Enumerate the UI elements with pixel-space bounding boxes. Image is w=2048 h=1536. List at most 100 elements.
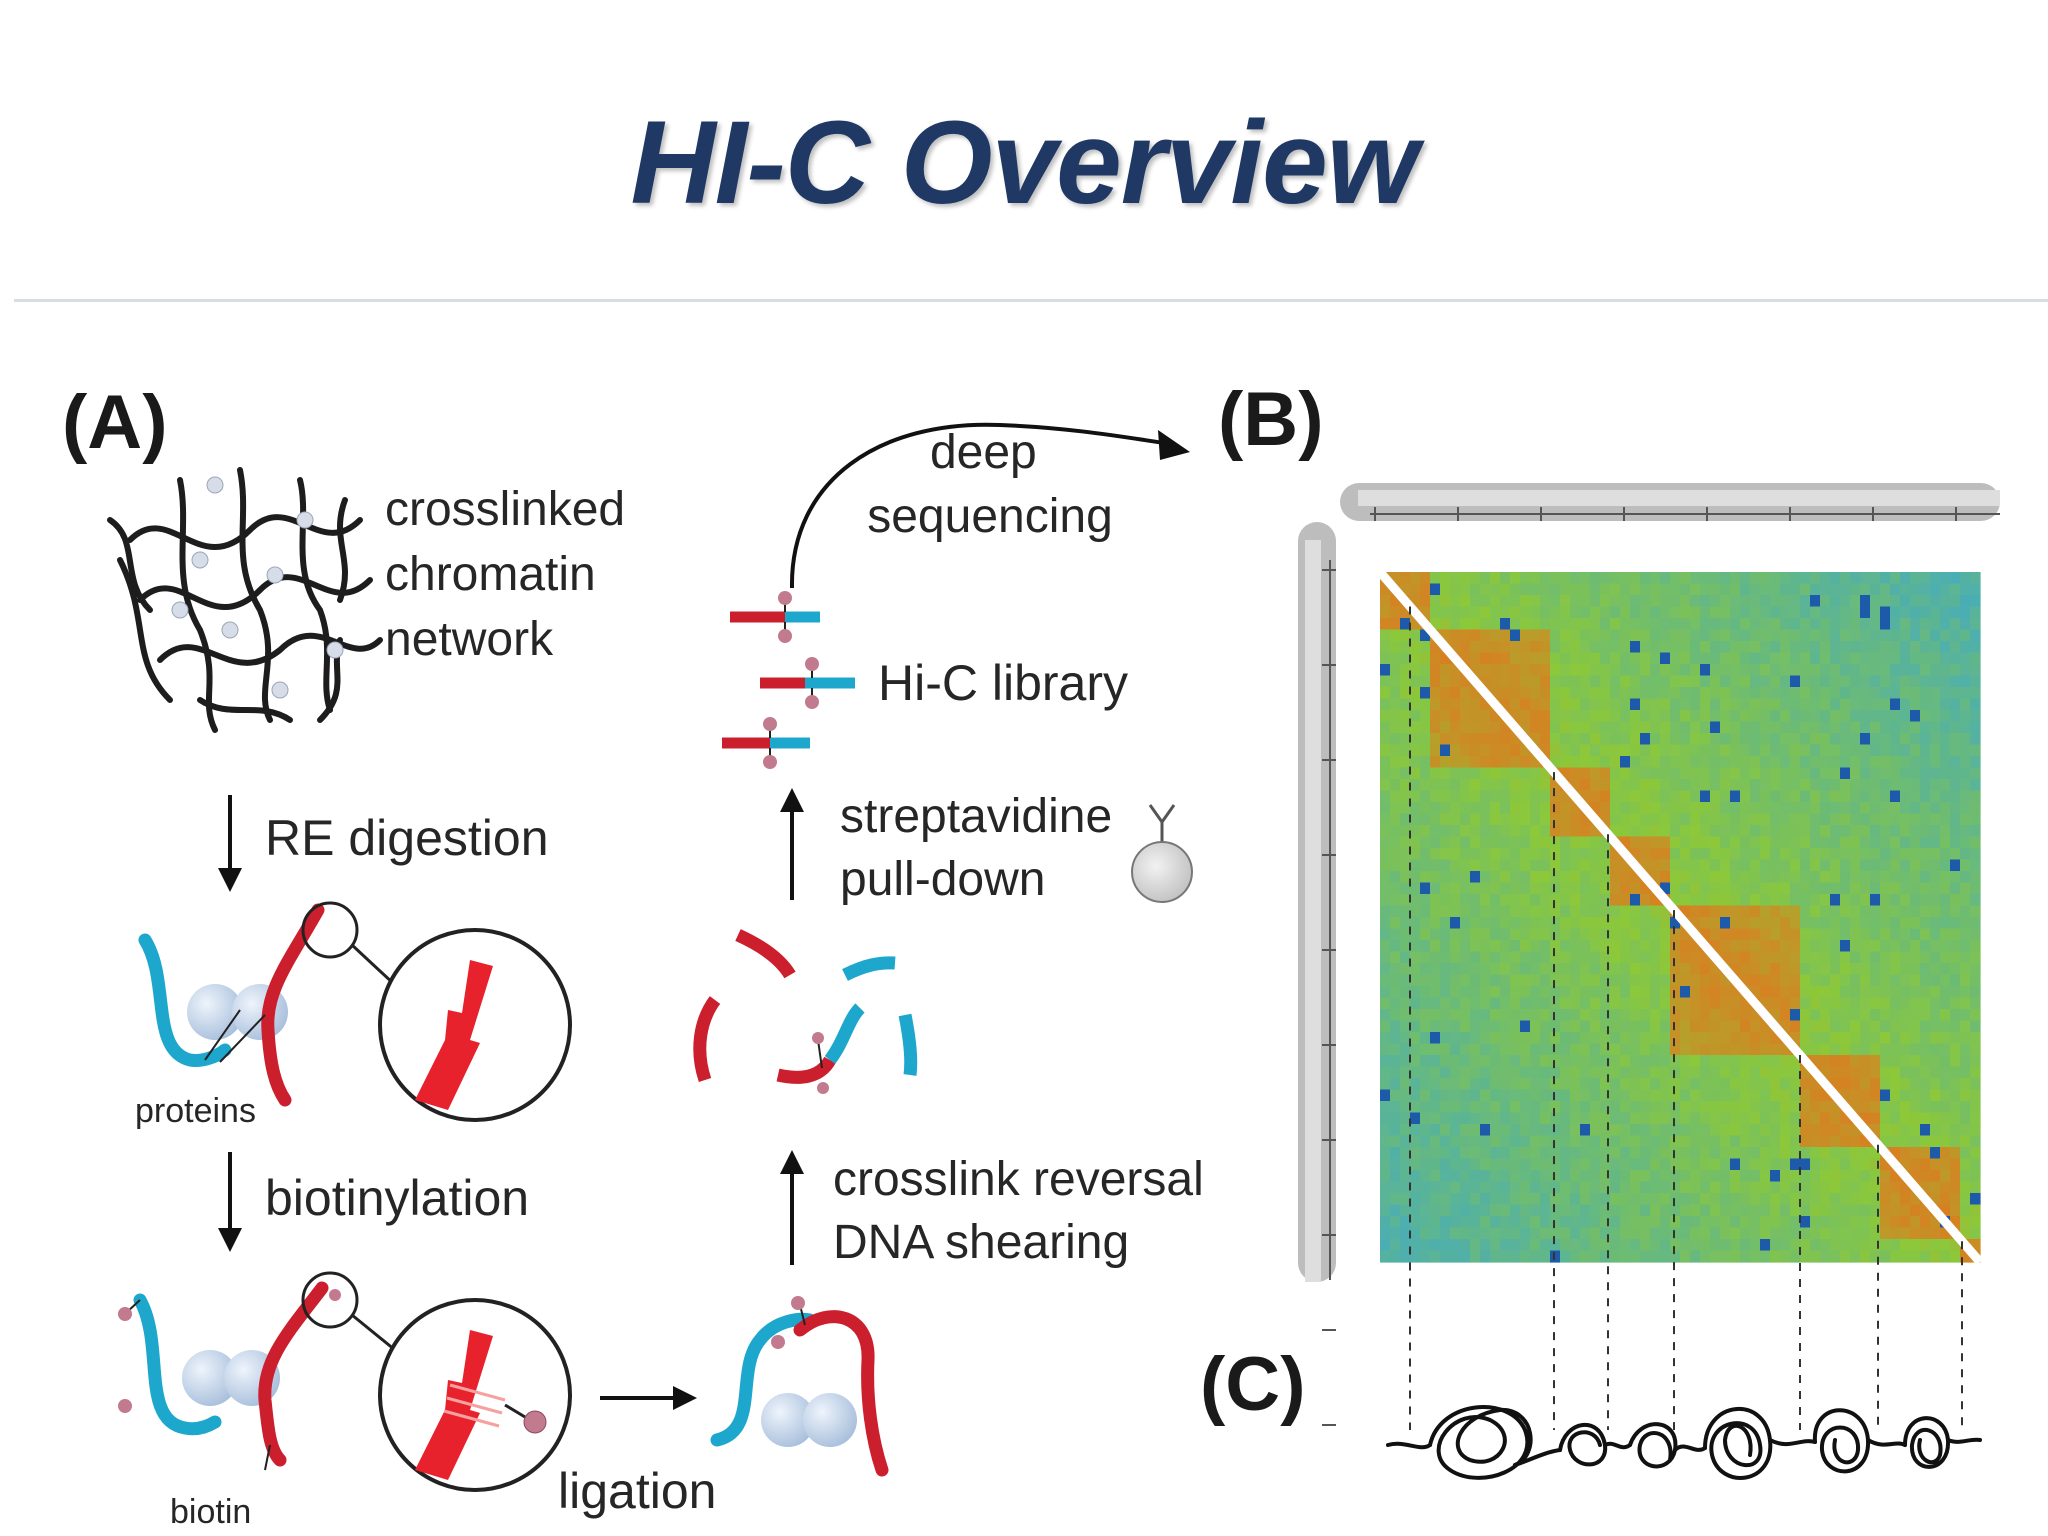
heatmap-cell [1600,607,1611,619]
heatmap-cell [1570,963,1581,975]
heatmap-cell [1380,1170,1391,1182]
heatmap-cell [1940,1044,1951,1056]
heatmap-cell [1620,1009,1631,1021]
heatmap-cell [1570,1101,1581,1113]
heatmap-cell [1790,630,1801,642]
heatmap-cell [1570,768,1581,780]
heatmap-cell [1930,1124,1941,1136]
heatmap-cell [1550,998,1561,1010]
heatmap-cell [1380,733,1391,745]
heatmap-cell [1500,1021,1511,1033]
heatmap-cell [1470,906,1481,918]
heatmap-cell [1520,618,1531,630]
heatmap-cell [1810,1170,1821,1182]
heatmap-cell [1760,768,1771,780]
heatmap-cell [1690,1159,1701,1171]
heatmap-cell [1800,871,1811,883]
heatmap-cell [1870,940,1881,952]
heatmap-cell [1460,607,1471,619]
heatmap-cell [1520,1044,1531,1056]
heatmap-cell [1730,1101,1741,1113]
heatmap-cell [1660,1009,1671,1021]
heatmap-cell [1540,687,1551,699]
heatmap-cell [1610,814,1621,826]
heatmap-cell [1450,779,1461,791]
heatmap-cell [1750,1251,1761,1263]
heatmap-cell [1440,894,1451,906]
heatmap-cell [1970,1067,1981,1079]
heatmap-cell [1390,791,1401,803]
heatmap-cell [1560,1216,1571,1228]
heatmap-cell [1430,1101,1441,1113]
heatmap-cell [1850,1032,1861,1044]
heatmap-cell [1950,1067,1961,1079]
heatmap-cell [1480,791,1491,803]
heatmap-cell [1600,1101,1611,1113]
heatmap-cell [1670,986,1681,998]
heatmap-cell [1730,1170,1741,1182]
heatmap-cell [1890,664,1901,676]
heatmap-cell [1700,607,1711,619]
heatmap-cell [1530,572,1541,584]
heatmap-cell [1940,837,1951,849]
heatmap-cell [1440,1124,1451,1136]
heatmap-cell [1860,963,1871,975]
heatmap-cell [1880,710,1891,722]
heatmap-cell [1660,1170,1671,1182]
heatmap-cell [1620,963,1631,975]
heatmap-cell [1820,722,1831,734]
heatmap-cell [1800,1032,1811,1044]
heatmap-cell [1700,975,1711,987]
heatmap-cell [1640,1067,1651,1079]
heatmap-cell [1750,906,1761,918]
heatmap-cell [1570,1159,1581,1171]
heatmap-cell [1970,584,1981,596]
heatmap-cell [1780,1159,1791,1171]
heatmap-cell [1910,710,1921,722]
heatmap-cell [1910,1032,1921,1044]
heatmap-cell [1600,1009,1611,1021]
heatmap-cell [1750,1067,1761,1079]
heatmap-cell [1560,894,1571,906]
heatmap-cell [1550,653,1561,665]
heatmap-cell [1640,699,1651,711]
heatmap-cell [1520,653,1531,665]
heatmap-cell [1780,929,1791,941]
heatmap-cell [1500,664,1511,676]
heatmap-cell [1840,952,1851,964]
heatmap-cell [1550,722,1561,734]
heatmap-cell [1780,676,1791,688]
heatmap-cell [1440,975,1451,987]
heatmap-cell [1610,1239,1621,1251]
heatmap-cell [1800,733,1811,745]
heatmap-cell [1480,1124,1491,1136]
heatmap-cell [1950,1009,1961,1021]
heatmap-cell [1960,1216,1971,1228]
heatmap-cell [1530,1055,1541,1067]
heatmap-cell [1440,1101,1451,1113]
heatmap-cell [1620,1170,1631,1182]
heatmap-cell [1540,963,1551,975]
heatmap-cell [1670,1251,1681,1263]
heatmap-cell [1670,1090,1681,1102]
heatmap-cell [1490,860,1501,872]
heatmap-cell [1660,802,1671,814]
heatmap-cell [1960,1067,1971,1079]
heatmap-cell [1510,894,1521,906]
heatmap-cell [1550,871,1561,883]
heatmap-cell [1960,929,1971,941]
heatmap-cell [1410,779,1421,791]
heatmap-cell [1380,825,1391,837]
heatmap-cell [1550,733,1561,745]
heatmap-cell [1970,768,1981,780]
heatmap-cell [1770,676,1781,688]
heatmap-cell [1760,1055,1771,1067]
heatmap-cell [1390,1228,1401,1240]
heatmap-cell [1450,699,1461,711]
heatmap-cell [1830,1021,1841,1033]
heatmap-cell [1780,940,1791,952]
heatmap-cell [1960,906,1971,918]
heatmap-cell [1530,653,1541,665]
heatmap-cell [1650,1021,1661,1033]
heatmap-cell [1890,779,1901,791]
